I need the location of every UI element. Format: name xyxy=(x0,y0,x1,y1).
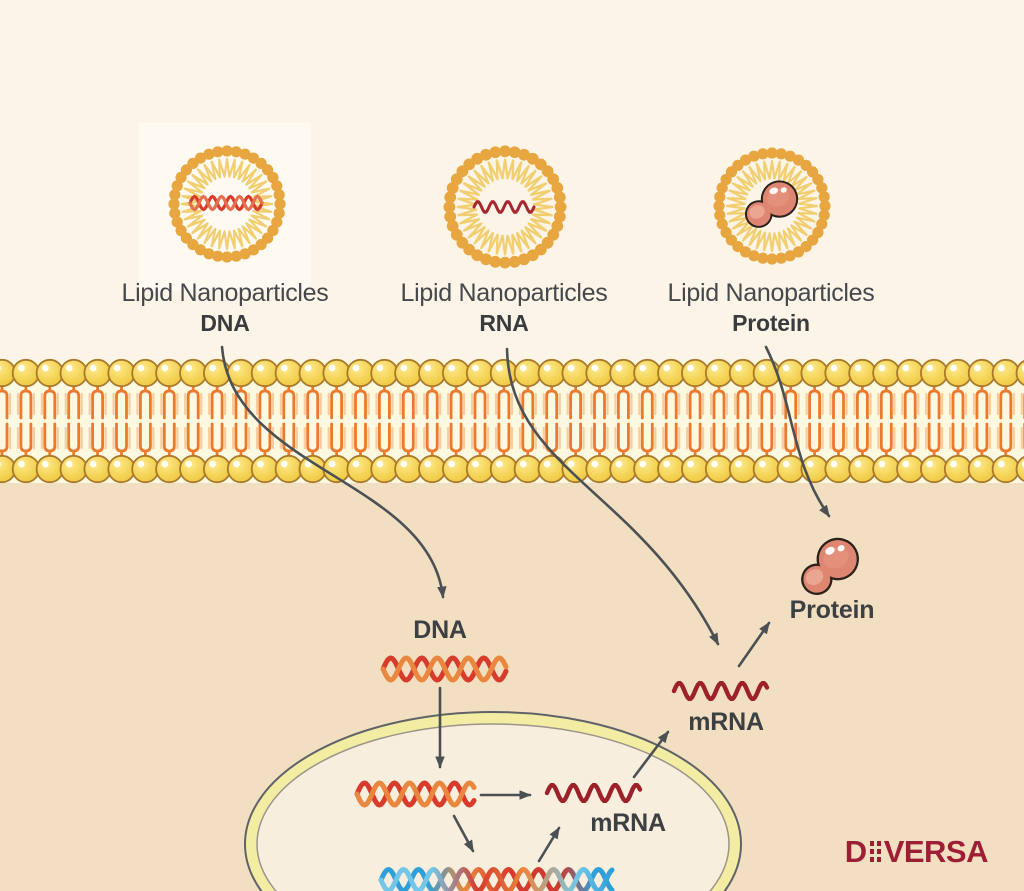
lnp-dna-cargo: DNA xyxy=(200,310,250,336)
lnp-rna-cargo: RNA xyxy=(479,310,529,336)
mrna-cytoplasm-icon xyxy=(671,681,770,701)
lipid-nanoparticle-icons xyxy=(168,145,831,269)
arrow-dna-to-template xyxy=(452,814,475,853)
logo-versa: VERSA xyxy=(883,834,989,869)
arrow-lnp-rna-entry xyxy=(505,347,720,646)
nucleic-acid-icons xyxy=(188,194,770,891)
dna-helix-cytoplasm-icon xyxy=(380,655,509,683)
lipid-nanoparticle-protein-icon xyxy=(713,147,831,265)
arrow-template-to-mrna xyxy=(537,826,561,863)
dna-label: DNA xyxy=(413,616,467,644)
lnp-protein-cargo: Protein xyxy=(732,310,810,336)
lnp-protein-label: Lipid Nanoparticles Protein xyxy=(668,280,875,336)
arrow-lnp-protein-entry xyxy=(764,345,831,518)
rna-in-lnp-icon xyxy=(472,200,536,214)
lnp-dna-title: Lipid Nanoparticles xyxy=(121,279,329,307)
logo-d: D xyxy=(844,834,867,869)
lnp-protein-title: Lipid Nanoparticles xyxy=(667,279,875,307)
lnp-rna-title: Lipid Nanoparticles xyxy=(400,279,608,307)
lipid-nanoparticle-rna-icon xyxy=(443,145,567,269)
logo-dash-icon xyxy=(876,840,881,864)
lipid-nanoparticle-dna-icon xyxy=(168,145,286,263)
arrow-translation xyxy=(737,621,771,668)
dna-helix-in-lnp-icon xyxy=(188,194,264,212)
logo-dash-icon xyxy=(869,840,874,864)
hybrid-dna-helix-icon xyxy=(378,866,615,891)
lnp-rna-label: Lipid Nanoparticles RNA xyxy=(401,280,608,336)
nucleus xyxy=(244,711,742,891)
cell-membrane xyxy=(0,358,1024,484)
protein-icons xyxy=(744,180,859,595)
protein-cytoplasm-icon xyxy=(801,537,859,595)
dna-helix-nucleus-icon xyxy=(354,780,477,808)
diversa-logo: D VERSA xyxy=(844,834,989,870)
protein-in-lnp-icon xyxy=(744,180,799,228)
arrow-mrna-export xyxy=(632,730,670,779)
mrna-nucleus-icon xyxy=(544,783,643,803)
pathway-arrows xyxy=(220,345,831,863)
lnp-dna-label: Lipid Nanoparticles DNA xyxy=(122,280,329,336)
protein-label: Protein xyxy=(789,596,875,624)
mrna-cytoplasm-label: mRNA xyxy=(688,708,764,736)
arrow-lnp-dna-entry xyxy=(220,345,447,599)
mrna-nucleus-label: mRNA xyxy=(590,809,666,837)
